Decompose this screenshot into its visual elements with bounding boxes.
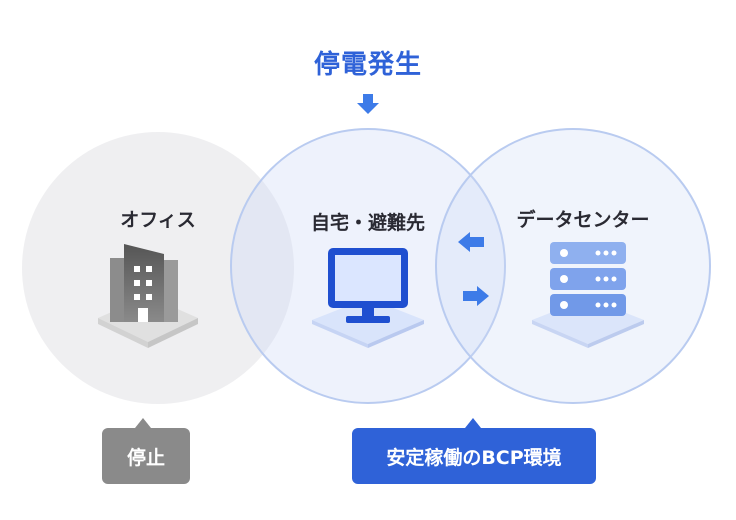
arrow-left-icon: [458, 232, 484, 252]
home-label: 自宅・避難先: [310, 212, 425, 234]
server-icon: [532, 242, 644, 348]
monitor-icon: [312, 248, 424, 348]
arrow-down-icon: [357, 94, 379, 114]
bcp-badge: 安定稼働のBCP環境: [352, 428, 596, 484]
bcp-badge-pointer: [465, 418, 481, 428]
office-label: オフィス: [120, 209, 196, 231]
stopped-badge: 停止: [102, 428, 190, 484]
datacenter-label: データセンター: [516, 209, 650, 231]
diagram-title: 停電発生: [313, 50, 422, 80]
datacenter-zone-circle: [435, 128, 711, 404]
office-building-icon: [98, 244, 198, 348]
stopped-badge-pointer: [135, 418, 151, 428]
arrow-right-icon: [463, 286, 489, 306]
